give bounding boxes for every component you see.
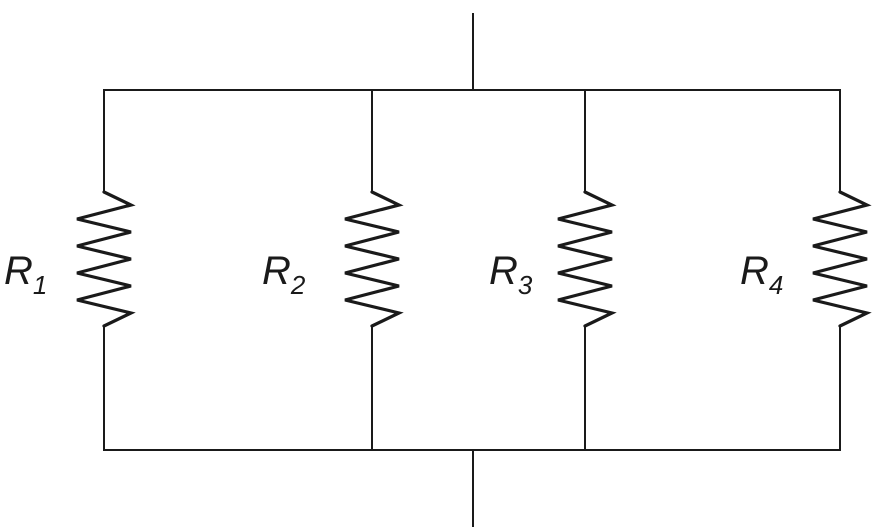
resistor-r3-symbol: [557, 190, 617, 328]
resistor-r1-subscript: 1: [33, 270, 47, 300]
resistor-r4-label: R4: [740, 249, 783, 300]
branch-r1: R1: [4, 89, 136, 451]
resistor-r2-subscript: 2: [290, 270, 306, 300]
resistor-r2-symbol: [344, 190, 404, 328]
resistor-r4-subscript: 4: [769, 270, 783, 300]
resistor-r3-symbol-text: R: [489, 249, 518, 293]
resistor-r2-symbol-text: R: [262, 249, 291, 293]
branch-r3: R3: [489, 89, 617, 451]
resistor-r4-symbol-text: R: [740, 249, 769, 293]
resistor-r3-label: R3: [489, 249, 533, 300]
resistor-r4-symbol: [812, 190, 872, 328]
resistor-r1-symbol-text: R: [4, 249, 33, 293]
branch-r4: R4: [740, 89, 872, 451]
branch-r2: R2: [262, 89, 404, 451]
resistor-r1-label: R1: [4, 249, 47, 300]
resistor-r1-symbol: [76, 190, 136, 328]
resistor-r3-subscript: 3: [518, 270, 533, 300]
resistor-r2-label: R2: [262, 249, 306, 300]
